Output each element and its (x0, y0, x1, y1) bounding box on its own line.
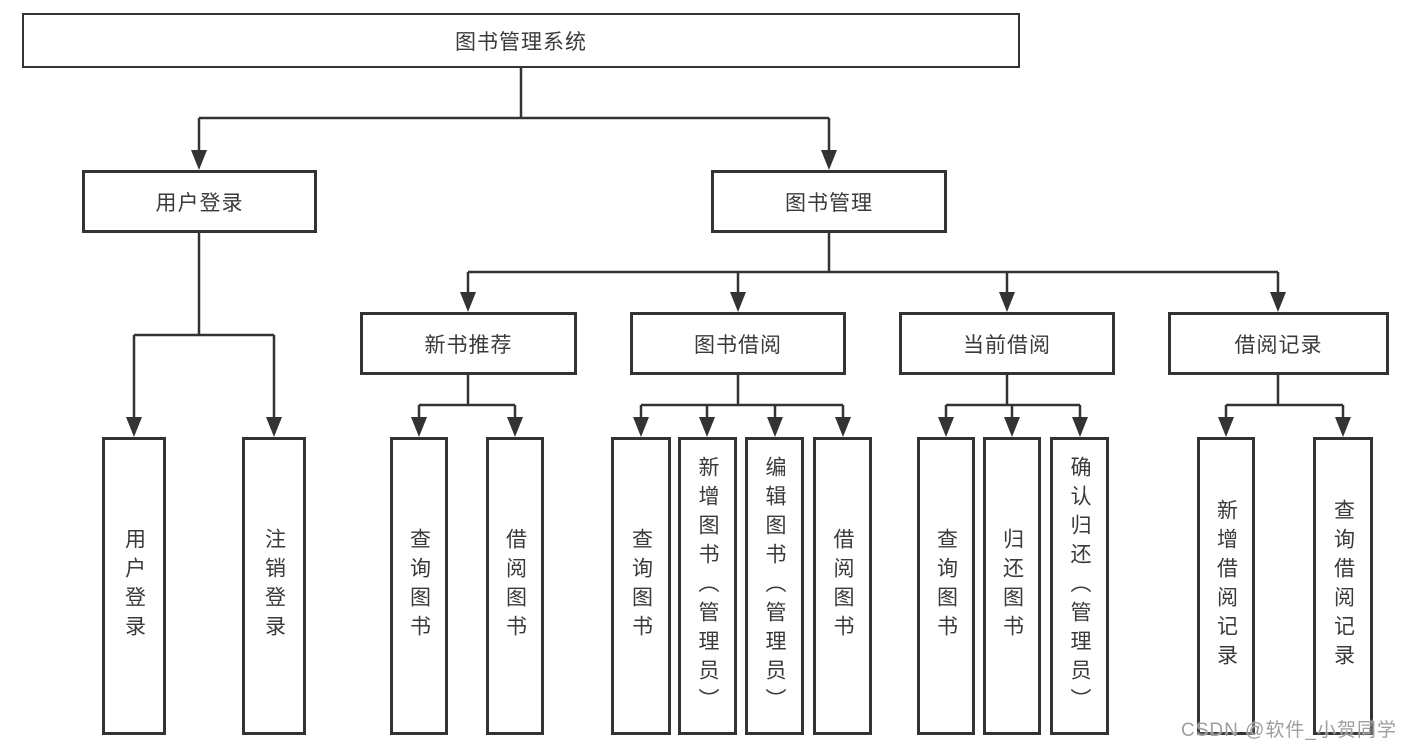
connector-borrowrecord-to-leaves (1224, 375, 1345, 421)
leaf-borrow-query: 查询图书 (611, 437, 671, 735)
leaf-record-add: 新增借阅记录 (1197, 437, 1255, 735)
leaf-newbook-query: 查询图书 (390, 437, 448, 735)
node-label: 查询图书 (407, 528, 431, 644)
arrowhead-icon (266, 417, 282, 437)
node-label: 用户登录 (155, 191, 244, 215)
arrowhead-icon (999, 292, 1015, 312)
node-label: 编辑图书（管理员） (763, 455, 786, 717)
node-label: 新增借阅记录 (1214, 499, 1238, 673)
leaf-current-return: 归还图书 (983, 437, 1041, 735)
node-label: 新增图书（管理员） (696, 455, 719, 717)
node-label: 新书推荐 (424, 333, 513, 357)
node-label: 图书借阅 (694, 333, 782, 357)
connector-currentborrow-to-leaves (944, 375, 1082, 421)
arrowhead-icon (460, 292, 476, 312)
node-book-management: 图书管理 (711, 170, 947, 233)
leaf-borrow-edit-admin: 编辑图书（管理员） (745, 437, 804, 735)
arrowhead-icon (730, 292, 746, 312)
node-label: 归还图书 (1000, 528, 1024, 644)
node-label: 图书管理系统 (455, 30, 587, 54)
node-label: 当前借阅 (963, 333, 1051, 357)
watermark: CSDN @软件_小贺同学 (1181, 720, 1397, 741)
arrowhead-icon (767, 417, 783, 437)
node-label: 确认归还（管理员） (1068, 455, 1091, 717)
arrowhead-icon (1072, 417, 1088, 437)
arrowhead-icon (1004, 417, 1020, 437)
node-label: 借阅图书 (503, 528, 527, 644)
connector-userlogin-to-leaves (132, 233, 276, 421)
node-current-borrow: 当前借阅 (899, 312, 1115, 375)
connector-root-to-level2 (197, 68, 831, 154)
leaf-current-confirm-admin: 确认归还（管理员） (1050, 437, 1109, 735)
arrowhead-icon (633, 417, 649, 437)
arrowhead-icon (1335, 417, 1351, 437)
node-label: 查询图书 (934, 528, 958, 644)
node-label: 借阅图书 (831, 528, 854, 644)
leaf-record-query: 查询借阅记录 (1313, 437, 1373, 735)
node-label: 查询借阅记录 (1331, 499, 1355, 673)
connector-bookborrow-to-leaves (639, 375, 845, 421)
leaf-current-query: 查询图书 (917, 437, 975, 735)
leaf-borrow-book: 借阅图书 (813, 437, 872, 735)
arrowhead-icon (126, 417, 142, 437)
node-borrow-record: 借阅记录 (1168, 312, 1389, 375)
arrowhead-icon (699, 417, 715, 437)
connector-newbook-to-leaves (417, 375, 517, 421)
node-book-borrow: 图书借阅 (630, 312, 846, 375)
leaf-user-login: 用户登录 (102, 437, 166, 735)
node-user-login: 用户登录 (82, 170, 317, 233)
node-label: 借阅记录 (1234, 333, 1323, 357)
arrowhead-icon (411, 417, 427, 437)
node-label: 用户登录 (122, 528, 146, 644)
arrowhead-icon (191, 150, 207, 170)
leaf-borrow-add-admin: 新增图书（管理员） (678, 437, 737, 735)
arrowhead-icon (507, 417, 523, 437)
arrowhead-icon (938, 417, 954, 437)
leaf-newbook-borrow: 借阅图书 (486, 437, 544, 735)
arrowhead-icon (1270, 292, 1286, 312)
node-label: 图书管理 (785, 191, 873, 215)
connector-bookmgmt-to-level3 (466, 233, 1280, 296)
node-new-book-recommend: 新书推荐 (360, 312, 577, 375)
leaf-logout: 注销登录 (242, 437, 306, 735)
node-root-system: 图书管理系统 (22, 13, 1020, 68)
node-label: 查询图书 (629, 528, 653, 644)
node-label: 注销登录 (262, 528, 286, 644)
arrowhead-icon (821, 150, 837, 170)
arrowhead-icon (835, 417, 851, 437)
arrowhead-icon (1218, 417, 1234, 437)
